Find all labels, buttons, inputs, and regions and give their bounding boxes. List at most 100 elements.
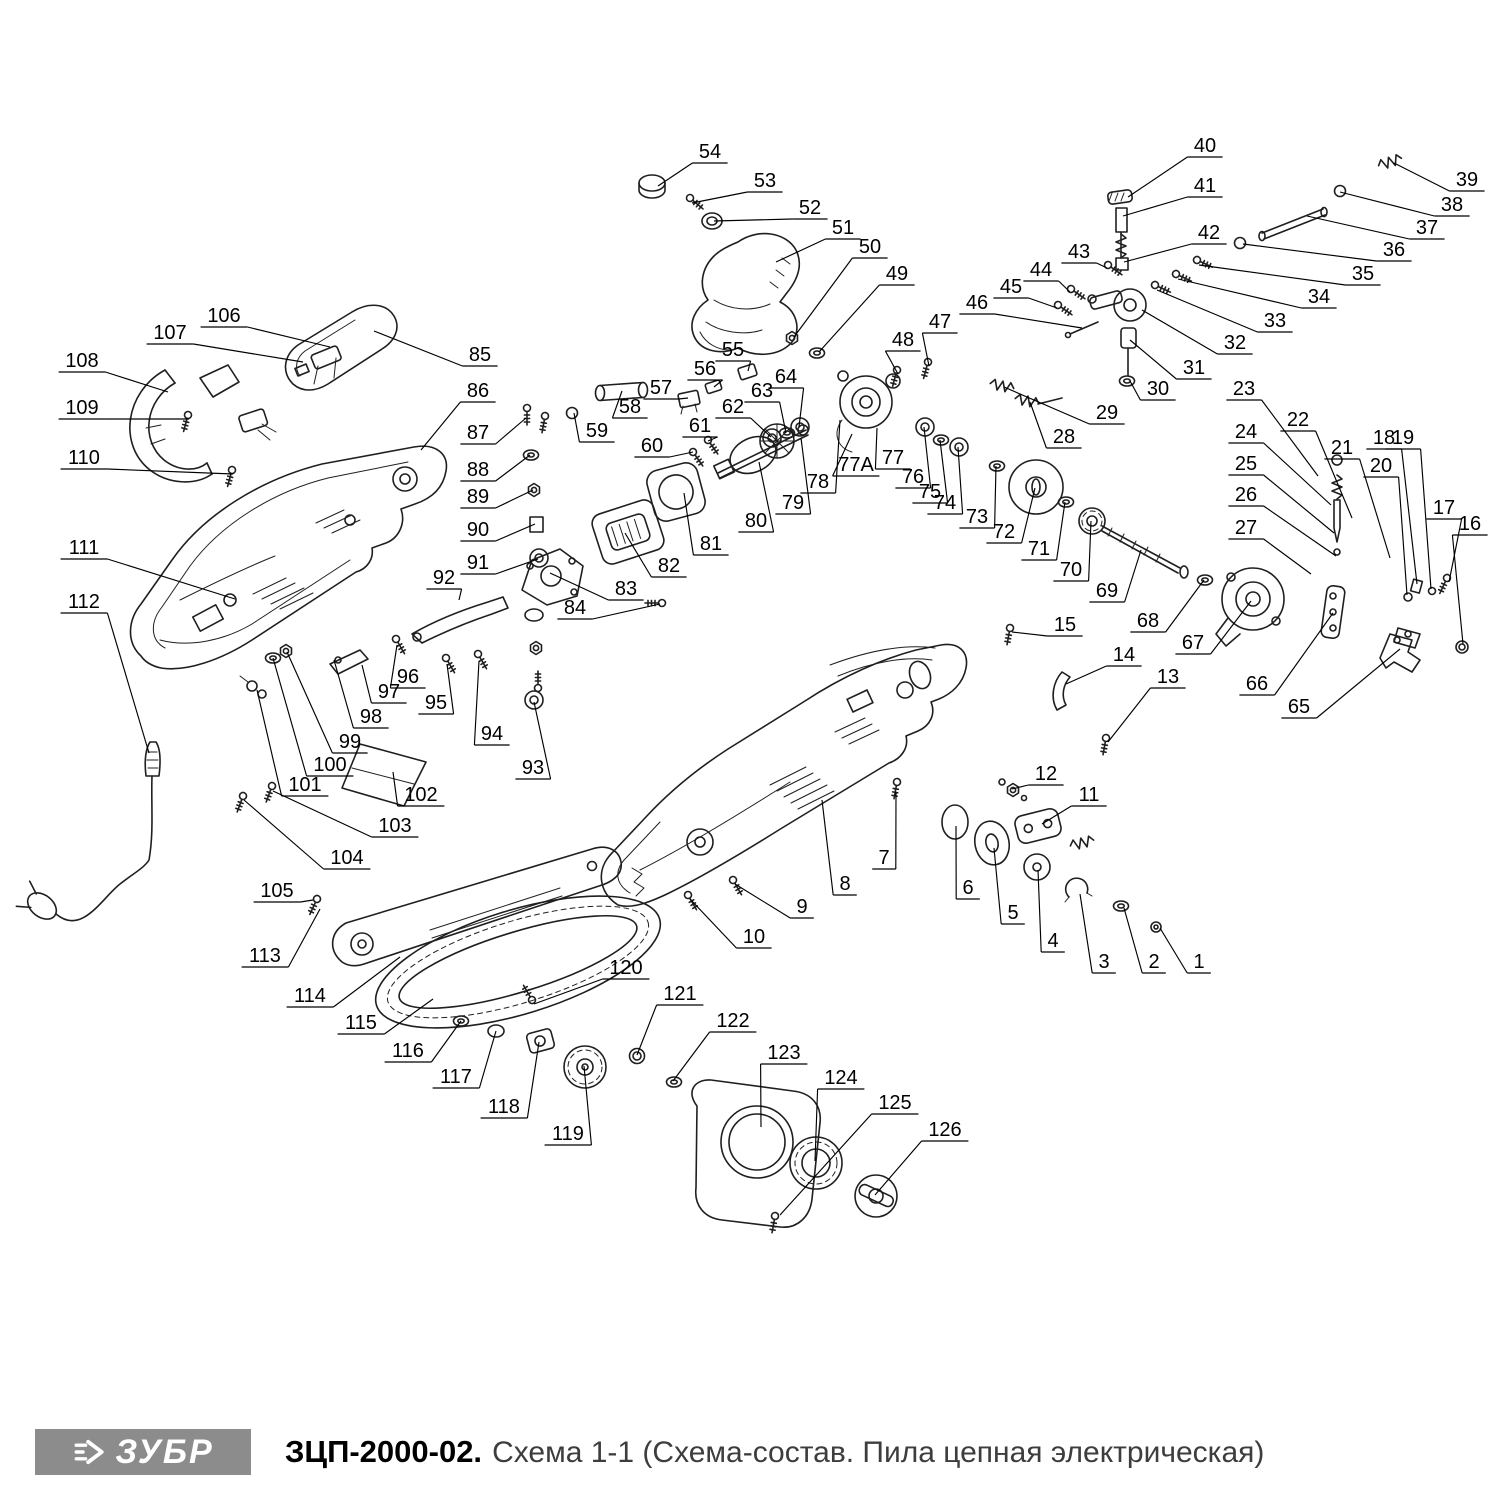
power-cord-group (15, 741, 161, 922)
callout-50: 50 (793, 236, 888, 338)
callout-number: 43 (1068, 241, 1090, 263)
callout-number: 126 (928, 1119, 961, 1141)
callout-90: 90 (460, 519, 536, 542)
callout-113: 113 (241, 908, 321, 968)
callout-55: 55 (715, 339, 752, 372)
clutch-parts-group (941, 778, 1162, 933)
callout-9: 9 (734, 883, 814, 919)
screw-column-group (522, 403, 550, 710)
callout-60: 60 (634, 435, 694, 458)
callout-56: 56 (687, 358, 723, 388)
callout-number: 93 (522, 757, 544, 779)
callout-number: 7 (878, 847, 889, 869)
motor-bracket-group (836, 370, 901, 453)
callout-123: 123 (760, 1042, 808, 1128)
switch-brush-group (565, 330, 934, 469)
callout-number: 18 (1373, 427, 1395, 449)
callout-17: 17 (1426, 497, 1463, 583)
footer: ЗУБР ЗЦП-2000-02. Схема 1-1 (Схема-соста… (35, 1424, 1465, 1480)
callout-114: 114 (286, 956, 401, 1008)
callout-number: 92 (433, 567, 455, 589)
callout-42: 42 (1123, 222, 1227, 263)
callout-37: 37 (1306, 215, 1445, 240)
callout-47: 47 (921, 311, 958, 367)
callout-82: 82 (624, 532, 687, 578)
callout-number: 47 (929, 311, 951, 333)
callout-number: 76 (902, 466, 924, 488)
callout-number: 51 (832, 217, 854, 239)
callout-number: 103 (378, 815, 411, 837)
callout-64: 64 (768, 366, 805, 428)
callout-24: 24 (1228, 421, 1332, 506)
callout-number: 35 (1352, 263, 1374, 285)
callout-number: 125 (878, 1092, 911, 1114)
callout-number: 118 (488, 1096, 520, 1118)
callout-11: 11 (1041, 784, 1107, 825)
callout-number: 25 (1235, 453, 1257, 475)
zubr-logo: ЗУБР (35, 1429, 251, 1475)
callout-number: 60 (641, 435, 663, 457)
callout-76: 76 (895, 426, 932, 489)
callout-number: 15 (1054, 614, 1076, 636)
callout-number: 87 (467, 422, 489, 444)
callout-number: 53 (754, 170, 776, 192)
callout-126: 126 (874, 1119, 969, 1196)
callout-number: 102 (404, 784, 437, 806)
callout-21: 21 (1324, 437, 1391, 559)
callout-number: 111 (69, 537, 99, 559)
callout-number: 13 (1157, 666, 1179, 688)
callout-number: 61 (689, 415, 711, 437)
callout-54: 54 (657, 141, 728, 187)
callout-number: 77 (882, 447, 904, 469)
callout-number: 75 (919, 481, 941, 503)
callout-94: 94 (473, 660, 510, 746)
callout-122: 122 (672, 1010, 757, 1082)
callout-number: 110 (68, 447, 100, 469)
callout-number: 89 (467, 486, 489, 508)
callout-12: 12 (1011, 763, 1064, 790)
callout-number: 45 (1000, 276, 1022, 298)
callout-61: 61 (682, 415, 718, 442)
callout-number: 19 (1392, 427, 1414, 449)
callout-number: 36 (1383, 239, 1405, 261)
callout-98: 98 (333, 659, 389, 729)
callout-101: 101 (256, 689, 329, 797)
callout-number: 97 (378, 681, 400, 703)
callout-92: 92 (426, 567, 463, 601)
callout-78: 78 (800, 419, 841, 494)
callout-28: 28 (1029, 401, 1082, 449)
callout-number: 34 (1308, 286, 1330, 308)
callout-number: 67 (1182, 632, 1204, 654)
callout-34: 34 (1177, 278, 1337, 309)
callout-number: 31 (1183, 357, 1205, 379)
callout-115: 115 (337, 998, 434, 1035)
callout-51: 51 (775, 217, 861, 263)
callout-number: 101 (288, 774, 321, 796)
callout-number: 39 (1456, 169, 1478, 191)
callout-97: 97 (361, 664, 407, 704)
callout-number: 80 (745, 510, 767, 532)
callout-39: 39 (1393, 162, 1485, 192)
callout-number: 117 (440, 1066, 472, 1088)
callout-number: 3 (1098, 951, 1109, 973)
callout-number: 12 (1035, 763, 1057, 785)
diagram-title: ЗЦП-2000-02. Схема 1-1 (Схема-состав. Пи… (285, 1434, 1264, 1470)
callout-number: 70 (1060, 559, 1082, 581)
callout-number: 48 (892, 329, 914, 351)
callout-35: 35 (1198, 263, 1381, 286)
callout-number: 91 (467, 552, 489, 574)
callout-81: 81 (683, 492, 729, 556)
callout-number: 54 (699, 141, 721, 163)
callout-number: 27 (1235, 517, 1257, 539)
gear-cover-group (521, 548, 667, 608)
callout-62: 62 (715, 396, 772, 438)
callout-85: 85 (373, 330, 498, 367)
callout-number: 99 (339, 731, 361, 753)
callout-number: 32 (1224, 332, 1246, 354)
callout-number: 17 (1433, 497, 1455, 519)
callout-84: 84 (557, 597, 661, 620)
callout-number: 114 (294, 985, 326, 1007)
callout-15: 15 (1011, 614, 1083, 637)
callout-48: 48 (884, 329, 921, 375)
callout-number: 50 (859, 236, 881, 258)
